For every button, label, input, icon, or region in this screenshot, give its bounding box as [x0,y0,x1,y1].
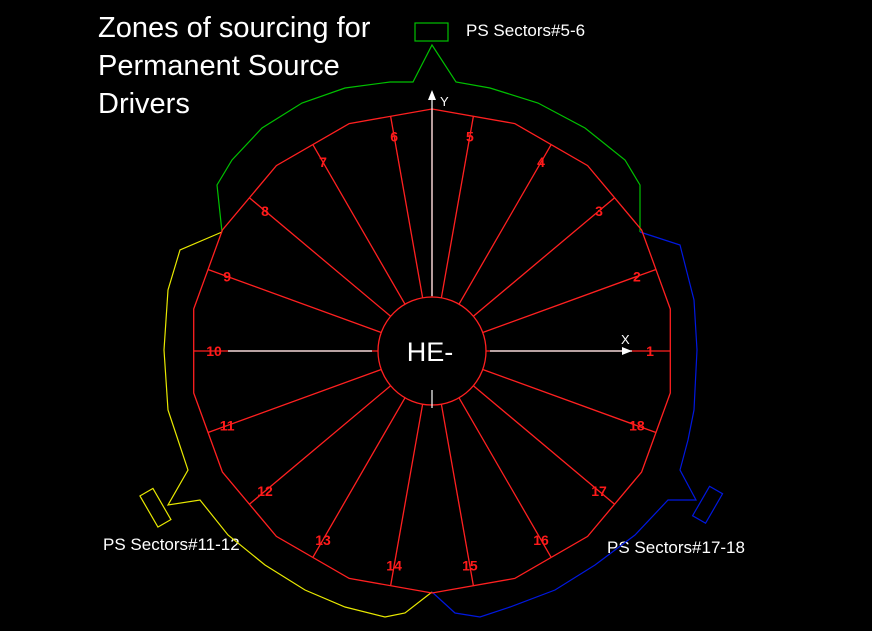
sector-number-12: 12 [257,483,273,499]
sector-boundary [207,368,382,434]
zone-outline-yellow [163,231,433,618]
sector-boundary [312,397,406,558]
sector-boundary [458,144,552,305]
sector-number-4: 4 [537,154,545,170]
sector-boundary [207,268,382,334]
zone-outline-blue [431,231,698,618]
sector-number-1: 1 [646,343,654,359]
sector-number-16: 16 [533,532,549,548]
zone-label-sectors-17-18: PS Sectors#17-18 [607,538,745,557]
sector-boundary [440,404,475,586]
sector-boundary [312,144,406,305]
sector-boundary [458,397,552,558]
sector-boundary [248,197,392,317]
zone-label-sectors-5-6: PS Sectors#5-6 [466,21,586,40]
sector-number-5: 5 [466,128,474,144]
sector-boundary [482,368,657,434]
sector-number-7: 7 [319,154,327,170]
zone-outline-green [216,43,641,233]
sector-number-6: 6 [390,128,398,144]
title-line-3: Drivers [98,88,190,120]
sector-boundary [472,385,616,505]
title-line-2: Permanent Source [98,50,340,82]
zone-label-sectors-11-12: PS Sectors#11-12 [103,535,240,554]
y-axis-arrow [428,90,436,100]
center-label: HE- [407,337,454,367]
x-axis-arrow [622,347,632,355]
sector-number-18: 18 [629,418,645,434]
sector-number-10: 10 [206,343,222,359]
sector-number-11: 11 [220,418,235,434]
sector-boundary [389,116,424,298]
outer-polygon [193,108,671,594]
title-line-1: Zones of sourcing for [98,12,371,44]
sector-number-14: 14 [386,558,402,574]
sector-number-8: 8 [261,203,269,219]
sector-number-13: 13 [315,532,331,548]
sector-number-2: 2 [633,268,641,284]
sector-number-15: 15 [462,558,478,574]
sector-boundary [389,404,424,586]
sector-boundary [482,268,657,334]
sector-boundary [248,385,392,505]
x-axis-label: X [621,332,630,347]
sector-boundary [440,116,475,298]
sector-geometry [193,108,671,594]
sector-boundary [472,197,616,317]
sector-number-9: 9 [223,268,231,284]
sector-number-3: 3 [595,203,603,219]
connector-box-yellow [139,487,172,528]
y-axis-label: Y [440,94,449,109]
sector-number-17: 17 [591,483,607,499]
connector-box-green [414,22,449,42]
connector-box-blue [691,485,724,525]
